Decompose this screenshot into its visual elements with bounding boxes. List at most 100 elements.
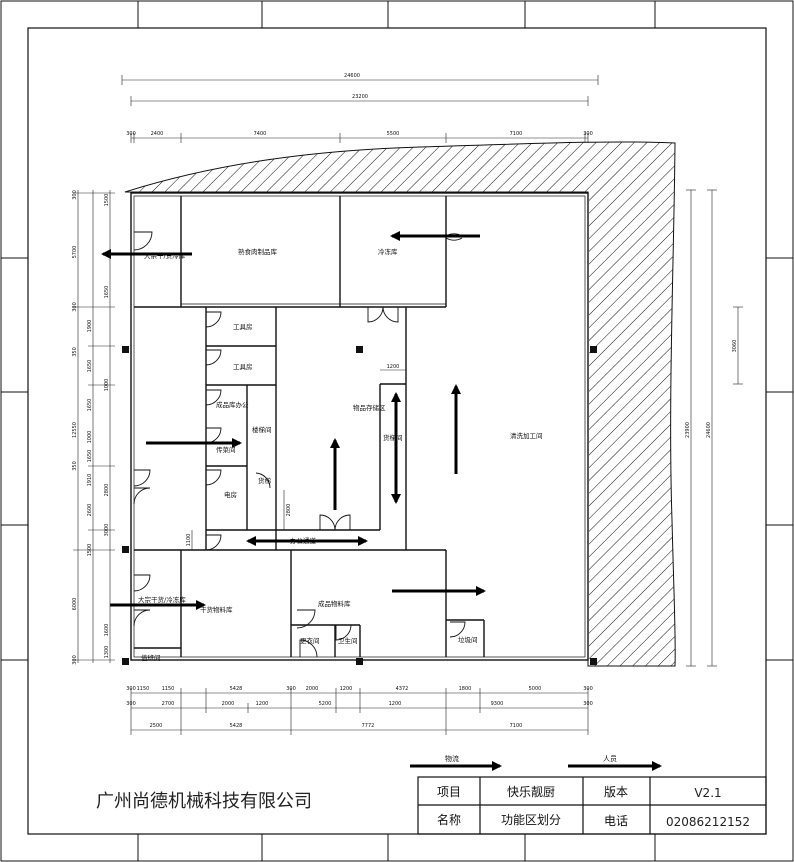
svg-text:5200: 5200	[319, 701, 332, 707]
company-name: 广州尚德机械科技有限公司	[96, 791, 312, 812]
svg-text:1650: 1650	[104, 286, 110, 299]
svg-text:350: 350	[72, 347, 78, 357]
svg-text:7100: 7100	[510, 131, 523, 137]
item-label: 项目	[437, 785, 461, 799]
svg-text:300: 300	[72, 302, 78, 312]
room-washroom: 更衣间	[300, 636, 320, 645]
svg-text:23200: 23200	[352, 94, 368, 100]
svg-text:1500: 1500	[104, 194, 110, 207]
room-goods-lift: 货梯间	[383, 433, 403, 442]
title-block: 项目 快乐靓厨 版本 V2.1 名称 功能区划分 电话 02086212152	[417, 776, 767, 835]
room-lift: 货梯	[258, 476, 272, 485]
svg-text:3000: 3000	[104, 524, 110, 537]
svg-text:1150: 1150	[162, 686, 175, 692]
name-label: 名称	[437, 812, 461, 827]
svg-text:5500: 5500	[387, 131, 400, 137]
svg-text:300: 300	[72, 190, 78, 200]
svg-text:300: 300	[126, 131, 136, 137]
room-warehouse-office: 成品库办公	[216, 400, 249, 409]
room-tool-2: 工具房	[233, 362, 253, 371]
svg-text:12550: 12550	[72, 422, 78, 438]
columns	[122, 346, 597, 665]
svg-text:7400: 7400	[254, 131, 267, 137]
svg-text:2800: 2800	[104, 484, 110, 497]
room-dry-store: 干货物料库	[200, 605, 233, 614]
walls	[130, 192, 589, 661]
svg-text:1910: 1910	[87, 474, 93, 487]
svg-text:2500: 2500	[150, 723, 163, 729]
svg-text:1500: 1500	[87, 544, 93, 557]
legend-people-label: 人员	[603, 755, 617, 763]
svg-text:300: 300	[583, 686, 593, 692]
svg-text:1200: 1200	[387, 364, 400, 370]
svg-text:9300: 9300	[491, 701, 504, 707]
room-toilet: 卫生间	[338, 636, 358, 645]
svg-text:1150: 1150	[137, 686, 150, 692]
room-staircase: 楼梯间	[252, 425, 272, 434]
dimension-texts: 24600 23200 300 2400 7400 5500 7100 300 …	[72, 73, 738, 729]
room-electrical: 电房	[224, 490, 237, 499]
svg-text:350: 350	[72, 461, 78, 471]
svg-text:300: 300	[286, 686, 296, 692]
version-value: V2.1	[694, 786, 721, 800]
flow-arrows	[101, 231, 486, 610]
room-bulk-goods-2: 大宗干货/冷冻库	[138, 595, 186, 604]
svg-text:1600: 1600	[104, 624, 110, 637]
svg-text:1800: 1800	[459, 686, 472, 692]
svg-text:6000: 6000	[72, 598, 78, 611]
svg-text:1200: 1200	[340, 686, 353, 692]
svg-text:1900: 1900	[87, 320, 93, 333]
phone-label: 电话	[604, 814, 628, 828]
svg-text:1650: 1650	[87, 450, 93, 463]
room-finished-store: 成品物料库	[318, 599, 351, 608]
room-tool-1: 工具房	[233, 322, 253, 331]
svg-text:1100: 1100	[186, 534, 192, 547]
svg-text:300: 300	[583, 131, 593, 137]
svg-text:1000: 1000	[87, 431, 93, 444]
room-duty: 值班间	[141, 653, 161, 662]
name-value: 功能区划分	[501, 813, 561, 827]
svg-text:23900: 23900	[685, 422, 691, 438]
svg-text:24600: 24600	[344, 73, 360, 79]
room-cooked-meat: 熟食肉制品库	[238, 247, 278, 256]
dimension-lines	[73, 75, 743, 735]
site-boundary-hatch	[124, 141, 676, 667]
flow-legend: 物流 人员	[410, 754, 662, 771]
svg-text:2000: 2000	[306, 686, 319, 692]
svg-text:300: 300	[126, 686, 136, 692]
room-pass: 传菜间	[216, 445, 236, 454]
svg-text:5428: 5428	[230, 723, 243, 729]
svg-text:1200: 1200	[256, 701, 269, 707]
svg-text:5700: 5700	[72, 246, 78, 259]
svg-text:2000: 2000	[222, 701, 235, 707]
svg-text:2400: 2400	[151, 131, 164, 137]
legend-goods-label: 物流	[445, 754, 459, 763]
svg-text:2600: 2600	[87, 504, 93, 517]
room-clean-processing: 清洗加工间	[510, 431, 543, 440]
svg-text:24600: 24600	[706, 422, 712, 438]
version-label: 版本	[604, 785, 628, 799]
svg-text:7100: 7100	[510, 723, 523, 729]
svg-text:300: 300	[583, 701, 593, 707]
room-central-store: 物品存储区	[353, 403, 386, 412]
item-value: 快乐靓厨	[507, 785, 555, 799]
room-labels: 大宗干/货冷库 熟食肉制品库 冷冻库 工具房 工具房 成品库办公 传菜间 电房 …	[138, 247, 543, 662]
doors	[133, 222, 466, 658]
svg-text:300: 300	[126, 701, 136, 707]
svg-text:1200: 1200	[389, 701, 402, 707]
svg-text:3060: 3060	[732, 340, 738, 353]
svg-text:2800: 2800	[286, 504, 292, 517]
svg-text:1000: 1000	[104, 379, 110, 392]
room-waste: 垃圾间	[458, 635, 478, 644]
svg-text:5000: 5000	[529, 686, 542, 692]
svg-text:1650: 1650	[87, 360, 93, 373]
svg-text:7772: 7772	[362, 723, 375, 729]
svg-text:1300: 1300	[104, 646, 110, 659]
svg-text:2700: 2700	[162, 701, 175, 707]
room-frozen-store: 冷冻库	[378, 247, 398, 256]
svg-text:5428: 5428	[230, 686, 243, 692]
svg-text:300: 300	[72, 655, 78, 665]
phone-value: 02086212152	[666, 815, 750, 829]
